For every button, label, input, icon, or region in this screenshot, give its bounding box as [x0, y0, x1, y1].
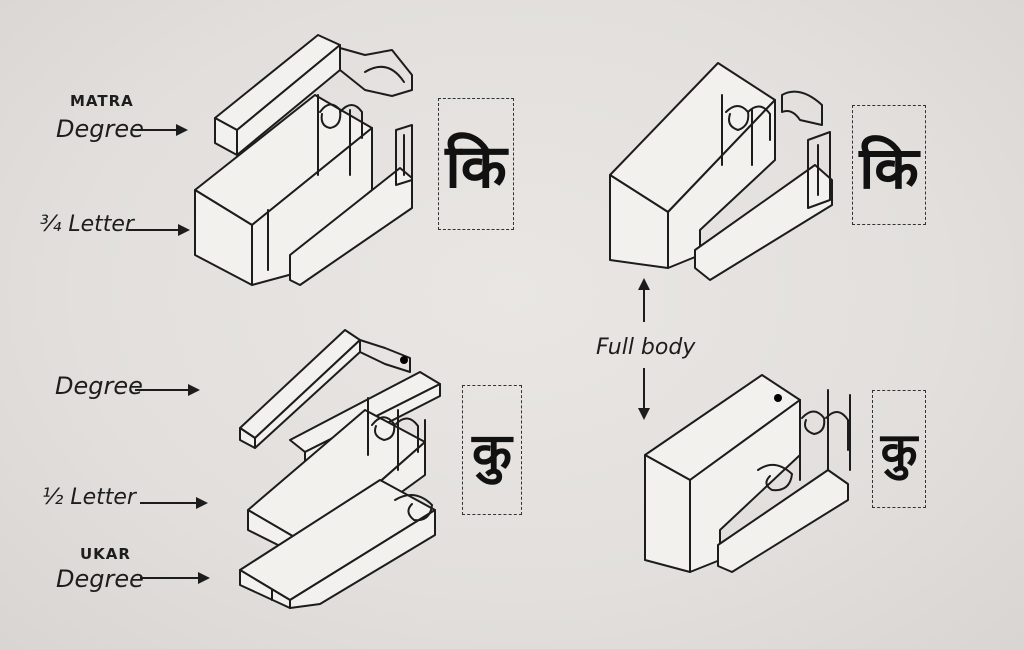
label-arrows [128, 124, 650, 584]
three-quarter-letter-block [194, 94, 413, 286]
degree-bottom-label: Degree [56, 565, 144, 593]
degree-mid-label: Degree [55, 372, 143, 400]
full-body-block-top-right [609, 62, 833, 281]
full-body-label: Full body [596, 335, 696, 360]
degree-top-label: Degree [56, 115, 144, 143]
glyph-ki-left: कि [438, 98, 514, 230]
glyph-ku-left: कु [462, 385, 522, 515]
half-letter-label: ½ Letter [42, 485, 136, 510]
ukar-degree-block [239, 479, 436, 609]
three-quarter-letter-label: ¾ Letter [40, 212, 134, 237]
matra-label: MATRA [70, 92, 134, 110]
glyph-ku-right: कु [872, 390, 926, 508]
glyph-ki-right: कि [852, 105, 926, 225]
ukar-label: UKAR [80, 545, 131, 563]
matra-degree-block-top-left [214, 34, 413, 156]
full-body-block-bottom-right [644, 374, 851, 573]
